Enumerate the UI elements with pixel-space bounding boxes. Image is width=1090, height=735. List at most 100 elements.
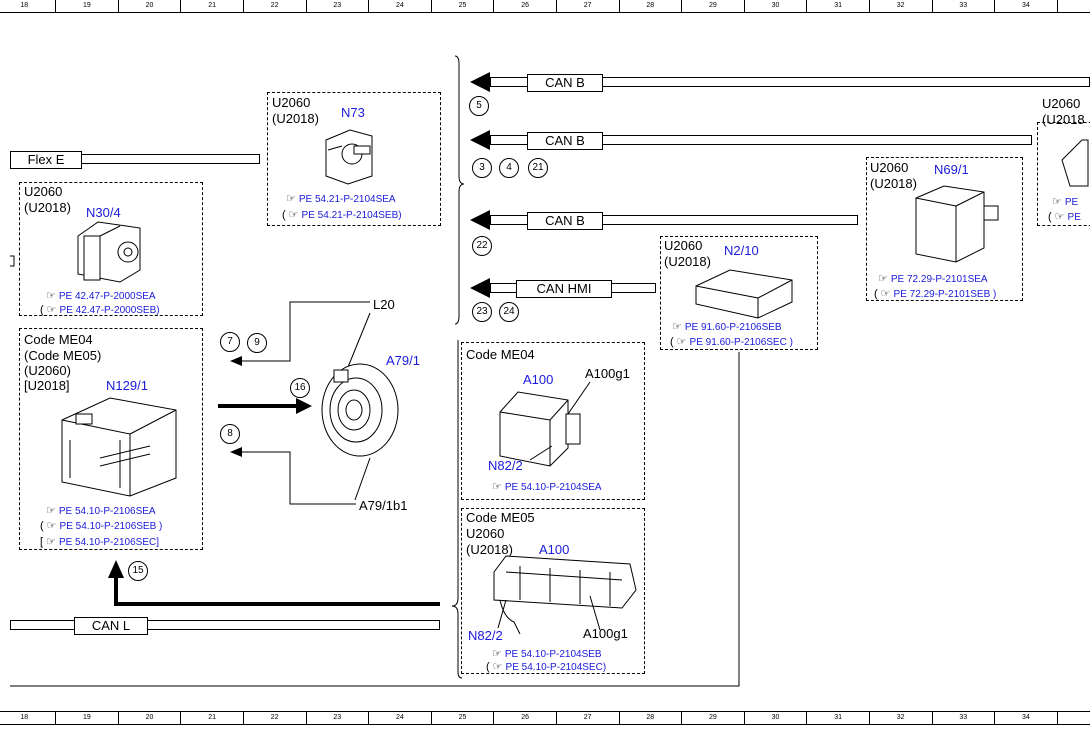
ruler-column-32: 32 (868, 712, 932, 724)
n69-1-ref2[interactable]: (☞PE 72.29-P-2101SEB ) (874, 288, 997, 300)
can-hmi-label: CAN HMI (516, 280, 612, 298)
n69-1-ref1[interactable]: ☞PE 72.29-P-2101SEA (878, 273, 988, 285)
n30-4-name: N30/4 (86, 205, 121, 220)
n30-4-line1: U2060 (24, 184, 63, 199)
circle-3: 3 (472, 158, 492, 178)
ruler-column-25: 25 (430, 0, 494, 12)
n30-4-module-symbol (77, 221, 141, 283)
right-partial-component-box (1037, 122, 1090, 226)
can-b-bus-2 (490, 135, 1032, 145)
n129-1-line3: (U2060) (24, 363, 71, 378)
n2-10-ref1[interactable]: ☞PE 91.60-P-2106SEB (672, 321, 782, 333)
n73-component-box (267, 92, 441, 226)
ruler-column-27: 27 (555, 0, 619, 12)
ruler-end-cell (1056, 0, 1090, 12)
circle-9: 9 (247, 333, 267, 353)
n129-1-ref1[interactable]: ☞PE 54.10-P-2106SEA (46, 505, 156, 517)
n30-4-line2: (U2018) (24, 200, 71, 215)
book-pointer-icon: ☞ (1054, 211, 1065, 223)
n129-1-ref3[interactable]: [☞PE 54.10-P-2106SEC] (40, 536, 159, 548)
a100-me04-component-box (461, 342, 645, 500)
circle-23: 23 (472, 302, 492, 322)
n129-1-line1: Code ME04 (24, 332, 93, 347)
n2-10-component-box (660, 236, 818, 350)
can-l-label: CAN L (74, 617, 148, 635)
ruler-column-20: 20 (117, 712, 181, 724)
ruler-column-18: 18 (0, 712, 55, 724)
a100-me05-line1: Code ME05 (466, 510, 535, 525)
book-pointer-icon: ☞ (676, 336, 687, 348)
can-b-label-1: CAN B (527, 74, 603, 92)
ruler-column-24: 24 (368, 0, 431, 12)
flex-e-label: Flex E (10, 151, 82, 169)
ruler-column-18: 18 (0, 0, 55, 12)
a100-me05-sub1: N82/2 (468, 628, 503, 643)
n30-4-ref1[interactable]: ☞PE 42.47-P-2000SEA (46, 290, 156, 302)
a100-me05-module-symbol (493, 555, 637, 635)
a100-me05-sub2: A100g1 (583, 626, 628, 641)
circle-8: 8 (220, 424, 240, 444)
a100-me05-ref2[interactable]: (☞PE 54.10-P-2104SEC) (486, 661, 607, 673)
book-pointer-icon: ☞ (878, 273, 888, 285)
ruler-column-29: 29 (681, 0, 744, 12)
can-b-arrow-1 (470, 72, 490, 92)
book-pointer-icon: ☞ (492, 661, 503, 673)
n129-1-ref2[interactable]: (☞PE 54.10-P-2106SEB ) (40, 520, 163, 532)
ruler-column-19: 19 (55, 712, 118, 724)
ruler-column-31: 31 (806, 0, 869, 12)
book-pointer-icon: ☞ (492, 481, 502, 493)
n2-10-name: N2/10 (724, 243, 759, 258)
book-pointer-icon: ☞ (46, 520, 57, 532)
can-b-bus-3 (490, 215, 858, 225)
ruler-column-33: 33 (931, 712, 995, 724)
a100-me04-ref1[interactable]: ☞PE 54.10-P-2104SEA (492, 481, 602, 493)
ruler-column-24: 24 (368, 712, 431, 724)
ruler-column-27: 27 (555, 712, 619, 724)
ruler-column-23: 23 (305, 0, 369, 12)
ruler-column-32: 32 (868, 0, 932, 12)
ruler-column-28: 28 (618, 712, 682, 724)
ruler-column-22: 22 (242, 0, 306, 12)
book-pointer-icon: ☞ (288, 209, 299, 221)
n129-1-module-symbol (61, 397, 177, 497)
right-partial-ref1[interactable]: ☞PE (1052, 196, 1079, 208)
circle-15: 15 (128, 561, 148, 581)
n73-ref2[interactable]: (☞PE 54.21-P-2104SEB) (282, 209, 402, 221)
a100-me05-line3: (U2018) (466, 542, 513, 557)
can-b-label-3: CAN B (527, 212, 603, 230)
ruler-column-22: 22 (242, 712, 306, 724)
book-pointer-icon: ☞ (492, 648, 502, 660)
a79-1-l20-label: L20 (373, 297, 395, 312)
n2-10-line2: (U2018) (664, 254, 711, 269)
n30-4-ref2[interactable]: (☞PE 42.47-P-2000SEB) (40, 304, 160, 316)
n73-name: N73 (341, 105, 365, 120)
right-partial-ref2[interactable]: (☞PE (1048, 211, 1081, 223)
book-pointer-icon: ☞ (672, 321, 682, 333)
ruler-column-28: 28 (618, 0, 682, 12)
ruler-column-29: 29 (681, 712, 744, 724)
circle-5: 5 (469, 96, 489, 116)
a100-me05-line2: U2060 (466, 526, 505, 541)
n129-1-line2: (Code ME05) (24, 348, 102, 363)
a100-me05-name: A100 (539, 542, 570, 557)
ruler-column-33: 33 (931, 0, 995, 12)
ruler-column-34: 34 (994, 712, 1057, 724)
n69-1-module-symbol (915, 185, 999, 263)
a79-1-clockspring-symbol (321, 363, 399, 457)
can-b-label-2: CAN B (527, 132, 603, 150)
n69-1-name: N69/1 (934, 162, 969, 177)
a79-1-name: A79/1 (386, 353, 420, 368)
n30-4-component-box (19, 182, 203, 316)
ruler-column-30: 30 (743, 712, 807, 724)
n73-ref1[interactable]: ☞PE 54.21-P-2104SEA (286, 193, 396, 205)
a100-me05-ref1[interactable]: ☞PE 54.10-P-2104SEB (492, 648, 602, 660)
ruler-column-23: 23 (305, 712, 369, 724)
can-b-arrow-2 (470, 130, 490, 150)
a100-me04-line1: Code ME04 (466, 347, 535, 362)
n2-10-ref2[interactable]: (☞PE 91.60-P-2106SEC ) (670, 336, 793, 348)
ruler-column-19: 19 (55, 0, 118, 12)
n73-line2: (U2018) (272, 111, 319, 126)
a100-me05-component-box (461, 508, 645, 674)
can-l-bus (10, 620, 440, 630)
